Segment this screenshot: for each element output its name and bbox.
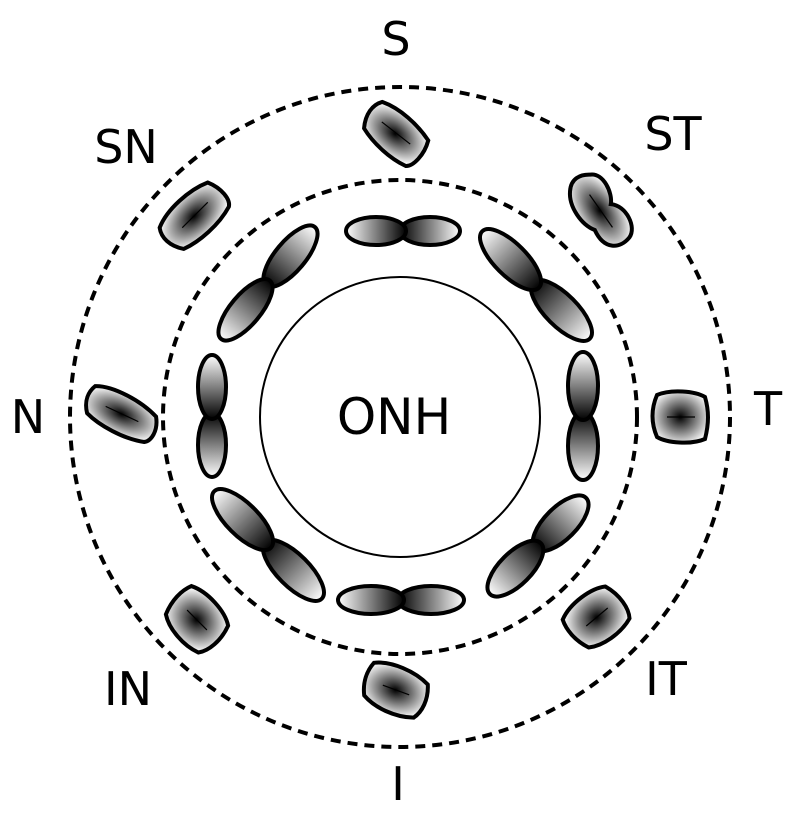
sector-label-i: I [391,757,405,811]
sector-label-it: IT [645,652,688,706]
inner-glyph-it [485,493,591,599]
sector-label-n: N [11,390,45,444]
sector-label-t: T [753,382,783,436]
outer-glyph-in [163,583,231,655]
inner-dashed-ring [161,178,639,656]
outer-glyph-s [362,99,431,168]
outer-glyph-i [361,660,430,720]
inner-glyph-st [478,227,594,343]
outer-glyph-n [84,384,159,445]
inner-glyph-i [336,584,466,616]
outer-dashed-ring [68,85,732,749]
inner-glyph-s [344,215,462,247]
sector-label-sn: SN [94,120,158,174]
inner-glyph-n [196,353,228,479]
outer-glyph-it [560,584,632,650]
outer-glyph-st [568,172,634,248]
sector-label-s: S [381,12,410,66]
outer-glyph-sn [157,180,232,252]
inner-glyph-t [566,350,600,482]
inner-glyph-sn [216,223,320,343]
inner-glyph-in [210,487,326,603]
onh-label: ONH [337,388,451,446]
sector-label-st: ST [644,107,702,161]
onh-circle [259,276,541,558]
sector-label-in: IN [104,662,152,716]
outer-glyph-t [650,389,710,445]
